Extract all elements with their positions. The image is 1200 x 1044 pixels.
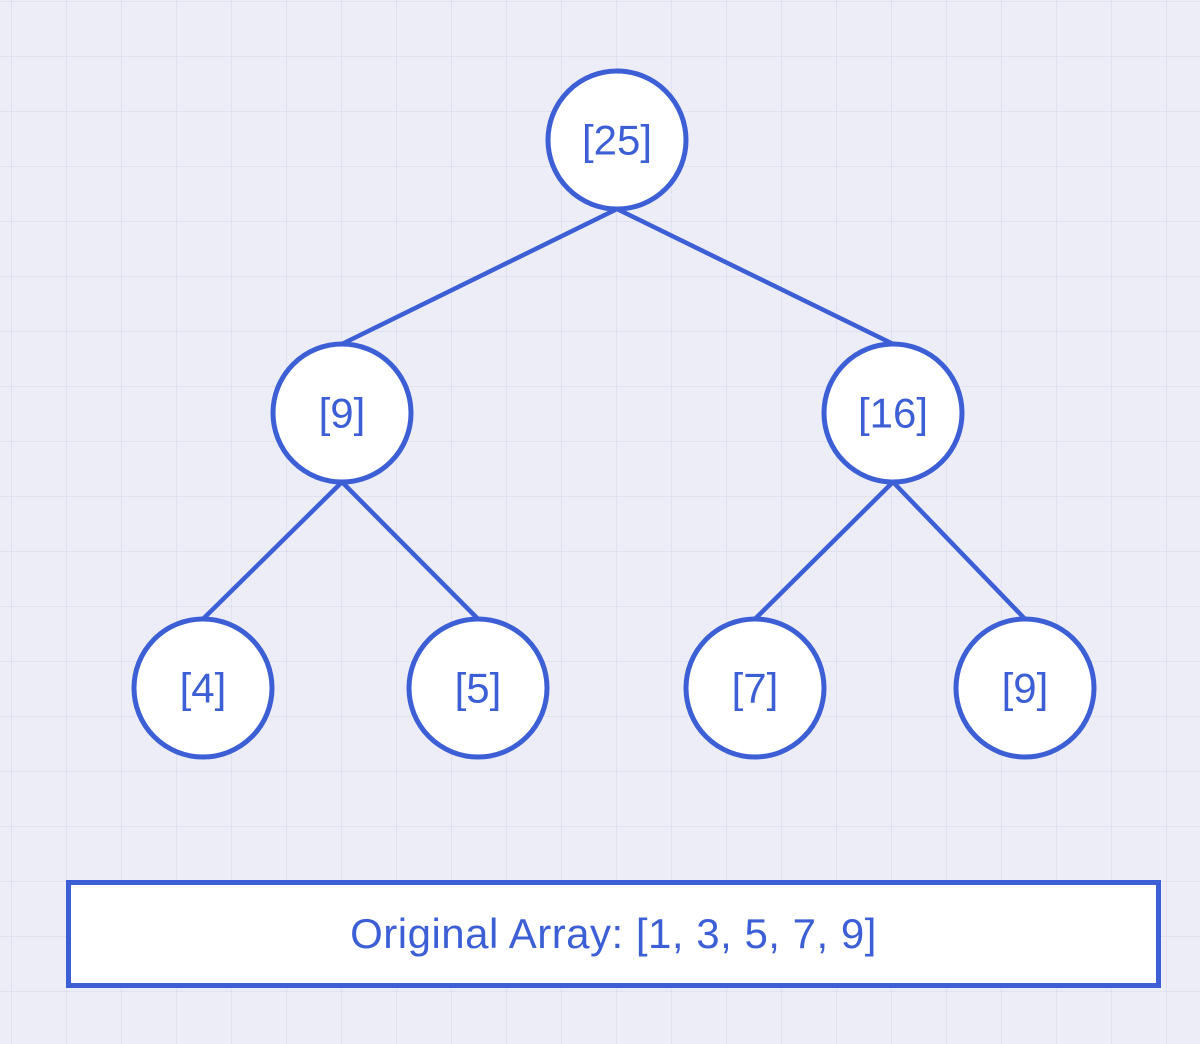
tree-node-label: [7] (732, 665, 779, 712)
tree-node-circle (545, 68, 689, 212)
tree-node-root: [25] (545, 68, 689, 212)
tree-node-label: [9] (319, 390, 366, 437)
tree-node-circle (821, 341, 965, 485)
tree-node-circle (683, 616, 827, 760)
tree-edge (341, 206, 618, 347)
tree-node-leaf-1: [4] (131, 616, 275, 760)
tree-edge (340, 480, 480, 621)
tree-node-label: [25] (582, 117, 652, 164)
tree-node-right: [16] (821, 341, 965, 485)
tree-node-circle (406, 616, 550, 760)
tree-node-leaf-3: [7] (683, 616, 827, 760)
tree-node-label: [9] (1002, 665, 1049, 712)
tree-node-label: [4] (180, 665, 227, 712)
original-array-box: Original Array: [1, 3, 5, 7, 9] (66, 880, 1161, 988)
tree-edge (891, 480, 1027, 621)
tree-node-label: [16] (858, 390, 928, 437)
tree-node-label: [5] (455, 665, 502, 712)
tree-node-leaf-4: [9] (953, 616, 1097, 760)
tree-edge (616, 206, 894, 347)
original-array-label: Original Array: [1, 3, 5, 7, 9] (350, 910, 877, 957)
tree-node-circle (953, 616, 1097, 760)
tree-node-left: [9] (270, 341, 414, 485)
tree-edge (201, 480, 344, 621)
tree-node-leaf-2: [5] (406, 616, 550, 760)
tree-edge (753, 480, 895, 621)
tree-node-circle (270, 341, 414, 485)
tree-node-circle (131, 616, 275, 760)
